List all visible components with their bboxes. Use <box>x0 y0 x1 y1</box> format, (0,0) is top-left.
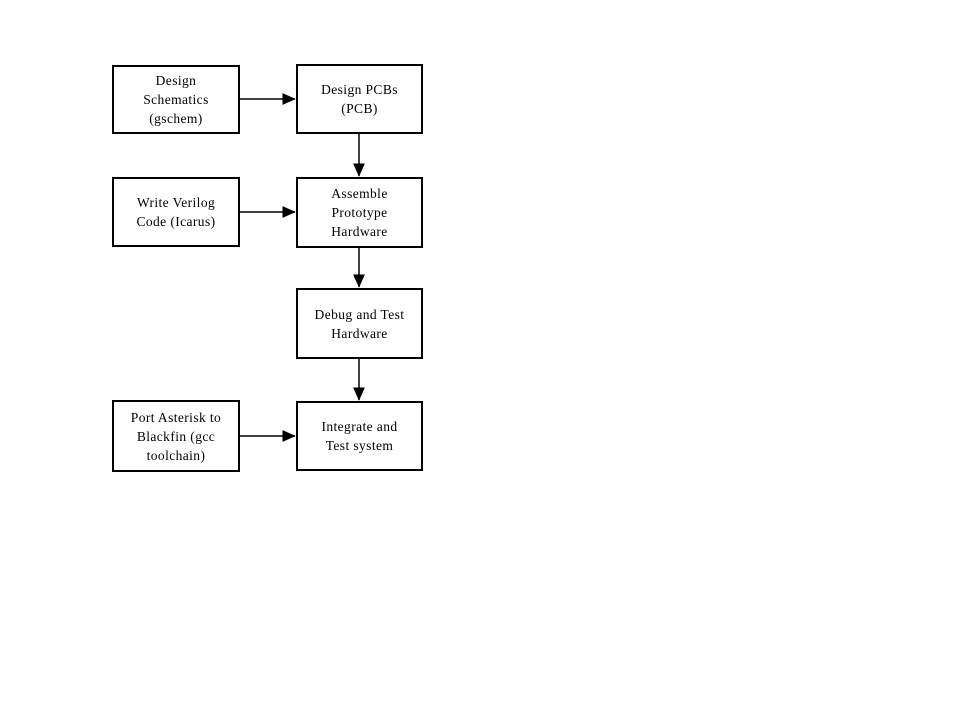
node-design-schematics: Design Schematics (gschem) <box>112 65 240 134</box>
node-assemble-prototype-hardware-label: Assemble Prototype Hardware <box>331 186 388 239</box>
node-integrate-and-test-system-label: Integrate and Test system <box>321 419 398 453</box>
node-design-schematics-label: Design Schematics (gschem) <box>143 73 209 126</box>
node-assemble-prototype-hardware: Assemble Prototype Hardware <box>296 177 423 248</box>
node-debug-and-test-hardware: Debug and Test Hardware <box>296 288 423 359</box>
node-write-verilog-code-label: Write Verilog Code (Icarus) <box>136 195 216 229</box>
node-write-verilog-code: Write Verilog Code (Icarus) <box>112 177 240 247</box>
node-port-asterisk-to-blackfin: Port Asterisk to Blackfin (gcc toolchain… <box>112 400 240 472</box>
node-design-pcbs-label: Design PCBs (PCB) <box>321 82 398 116</box>
node-debug-and-test-hardware-label: Debug and Test Hardware <box>314 306 405 341</box>
node-design-pcbs: Design PCBs (PCB) <box>296 64 423 134</box>
node-integrate-and-test-system: Integrate and Test system <box>296 401 423 471</box>
node-port-asterisk-to-blackfin-label: Port Asterisk to Blackfin (gcc toolchain… <box>130 409 222 463</box>
